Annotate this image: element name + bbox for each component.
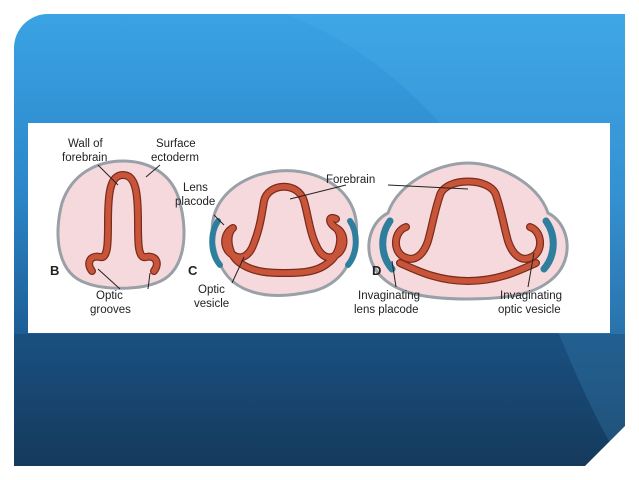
stage-b-diagram [56, 159, 186, 290]
surface-ectoderm-label: Surface ectoderm [151, 138, 199, 164]
stage-b-label: B [50, 263, 59, 278]
leader-lines [97, 164, 535, 290]
stage-d-label: D [372, 263, 381, 278]
embryo-diagram: Wall of forebrain Surface ectoderm Lens … [50, 138, 569, 316]
page-curl-decoration [585, 426, 625, 466]
stage-d-diagram [367, 161, 569, 301]
lens-placode-label: Lens placode [175, 182, 215, 208]
invaginating-optic-vesicle-label: Invaginating optic vesicle [498, 290, 565, 316]
wall-of-forebrain-label: Wall of forebrain [62, 138, 107, 164]
stage-c-label: C [188, 263, 198, 278]
invaginating-lens-placode-label: Invaginating lens placode [354, 290, 423, 316]
forebrain-label: Forebrain [326, 174, 375, 186]
optic-grooves-label: Optic grooves [90, 290, 131, 316]
eye-development-figure: Wall of forebrain Surface ectoderm Lens … [28, 123, 610, 333]
stage-c-diagram [209, 169, 359, 297]
optic-vesicle-label: Optic vesicle [194, 284, 229, 310]
